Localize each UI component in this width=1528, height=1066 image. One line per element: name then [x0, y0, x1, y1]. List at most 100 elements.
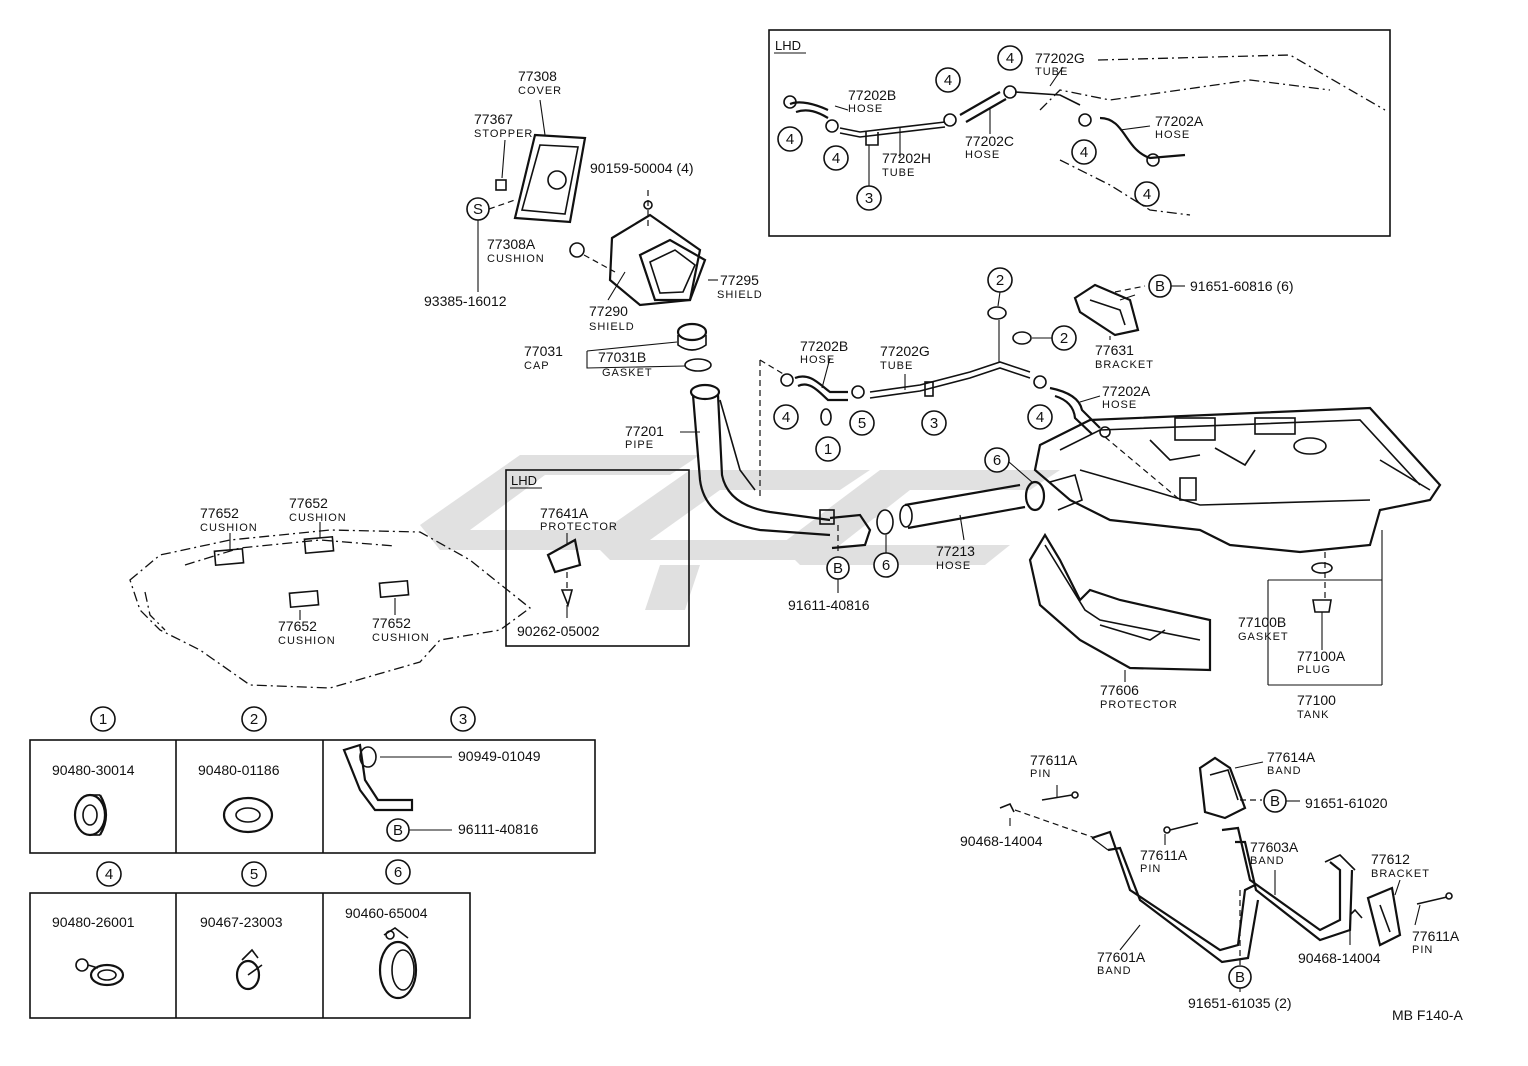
label-part-77202G-inset: 77202G [1035, 50, 1085, 66]
svg-text:3: 3 [459, 711, 467, 728]
svg-text:4: 4 [1080, 144, 1088, 161]
label-part-77202B-inset: 77202B [848, 87, 896, 103]
diagram-code: MB F140-A [1392, 1007, 1463, 1023]
inset-label: LHD [511, 473, 537, 488]
svg-text:2: 2 [1060, 330, 1068, 347]
callout-b: B [1263, 789, 1287, 813]
label-name-77611A-2: PIN [1140, 863, 1161, 875]
label-name-77202A-inset: HOSE [1155, 129, 1190, 141]
svg-text:1: 1 [99, 711, 107, 728]
svg-text:6: 6 [394, 864, 402, 881]
label-part-77606: 77606 [1100, 682, 1139, 698]
callout-2: 2 [1051, 325, 1077, 351]
legend-part-6: 90460-65004 [345, 905, 428, 921]
svg-text:1: 1 [824, 441, 832, 458]
label-name-77100B: GASKET [1238, 631, 1289, 643]
callout-b: B [386, 818, 410, 842]
label-part-77614A: 77614A [1267, 749, 1316, 765]
callout-1: 1 [815, 436, 841, 462]
callout-s: S [466, 197, 490, 221]
label-name-77631: BRACKET [1095, 359, 1154, 371]
callout-4: 4 [823, 145, 849, 171]
legend-part-3b: 96111-40816 [458, 821, 539, 837]
callout-4: 4 [1071, 139, 1097, 165]
label-name-77202B: HOSE [800, 354, 835, 366]
svg-text:4: 4 [944, 72, 952, 89]
label-part-77202B: 77202B [800, 338, 848, 354]
label-part-77631: 77631 [1095, 342, 1134, 358]
callout-6: 6 [385, 859, 411, 885]
lhd-inset-middle: LHD 77641A PROTECTOR 90262-05002 [505, 469, 690, 647]
label-name-77614A: BAND [1267, 765, 1302, 777]
svg-text:5: 5 [250, 866, 258, 883]
callout-5: 5 [849, 410, 875, 436]
label-part-77202A: 77202A [1102, 383, 1151, 399]
legend-part-4: 90480-26001 [52, 914, 135, 930]
label-part-90468-14004-a: 90468-14004 [960, 833, 1043, 849]
svg-text:3: 3 [930, 415, 938, 432]
label-part-77601A: 77601A [1097, 949, 1146, 965]
label-name-77652-b: CUSHION [289, 512, 347, 524]
callout-4: 4 [777, 126, 803, 152]
callout-b: B [1228, 965, 1252, 989]
label-part-90159-50004: 90159-50004 (4) [590, 160, 694, 176]
svg-text:4: 4 [786, 131, 794, 148]
label-name-77202H-inset: TUBE [882, 167, 915, 179]
callout-b: B [1148, 274, 1172, 298]
label-part-77202C-inset: 77202C [965, 133, 1014, 149]
legend-row-top: 1 2 3 90480-30014 90480-01186 90949-0104… [29, 706, 596, 854]
inset-label: LHD [775, 38, 801, 53]
svg-text:2: 2 [996, 272, 1004, 289]
label-name-77201: PIPE [625, 439, 654, 451]
label-name-77308A: CUSHION [487, 253, 545, 265]
label-name-77641A: PROTECTOR [540, 521, 618, 533]
label-part-77367: 77367 [474, 111, 513, 127]
legend-part-2: 90480-01186 [198, 762, 280, 778]
legend-part-1: 90480-30014 [52, 762, 135, 778]
legend-row-bottom: 4 5 6 90480-26001 90467-23003 90460-6500… [29, 859, 471, 1019]
label-part-77202H-inset: 77202H [882, 150, 931, 166]
label-part-93385-16012: 93385-16012 [424, 293, 507, 309]
label-part-77202A-inset: 77202A [1155, 113, 1204, 129]
label-name-77295: SHIELD [717, 289, 763, 301]
label-name-77290: SHIELD [589, 321, 635, 333]
breather-lines: 77202B HOSE 77202G TUBE 77202A HOSE 4 1 … [773, 267, 1181, 501]
label-part-90468-14004-b: 90468-14004 [1298, 950, 1381, 966]
label-part-77652-d: 77652 [372, 615, 411, 631]
label-name-77652-c: CUSHION [278, 635, 336, 647]
bracket-77631: B 91651-60816 (6) 77631 BRACKET [1073, 274, 1294, 371]
label-part-77652-a: 77652 [200, 505, 239, 521]
label-name-77202A: HOSE [1102, 399, 1137, 411]
svg-text:4: 4 [832, 150, 840, 167]
label-name-77611A-3: PIN [1412, 944, 1433, 956]
callout-5: 5 [241, 861, 267, 887]
label-name-77601A: BAND [1097, 965, 1132, 977]
label-name-77308: COVER [518, 85, 562, 97]
label-part-77031B: 77031B [598, 349, 646, 365]
protector-77606: 77606 PROTECTOR [1028, 532, 1212, 711]
label-part-77611A-1: 77611A [1030, 752, 1078, 768]
legend-part-3a: 90949-01049 [458, 748, 541, 764]
underbody-cushions: 77652 CUSHION 77652 CUSHION 77652 CUSHIO… [129, 495, 532, 689]
label-part-77031: 77031 [524, 343, 563, 359]
callout-3: 3 [450, 706, 476, 732]
svg-text:B: B [1155, 278, 1165, 295]
label-name-77367: STOPPER [474, 128, 533, 140]
lhd-inset-top: LHD 77202B HOSE 77202G TUBE 77 [768, 29, 1391, 237]
callout-4: 4 [1134, 181, 1160, 207]
label-name-77202C-inset: HOSE [965, 149, 1000, 161]
callout-b: B [826, 556, 850, 580]
label-part-77202G: 77202G [880, 343, 930, 359]
filler-pipe: 77201 PIPE B 91611-40816 6 [625, 359, 899, 613]
callout-4: 4 [773, 404, 799, 430]
callout-6: 6 [873, 552, 899, 578]
label-part-77100A: 77100A [1297, 648, 1346, 664]
callout-4: 4 [1027, 404, 1053, 430]
label-part-77611A-2: 77611A [1140, 847, 1188, 863]
svg-text:2: 2 [250, 711, 258, 728]
svg-text:B: B [1235, 969, 1245, 986]
label-part-77308A: 77308A [487, 236, 536, 252]
label-name-77202B-inset: HOSE [848, 103, 883, 115]
callout-6: 6 [984, 447, 1010, 473]
